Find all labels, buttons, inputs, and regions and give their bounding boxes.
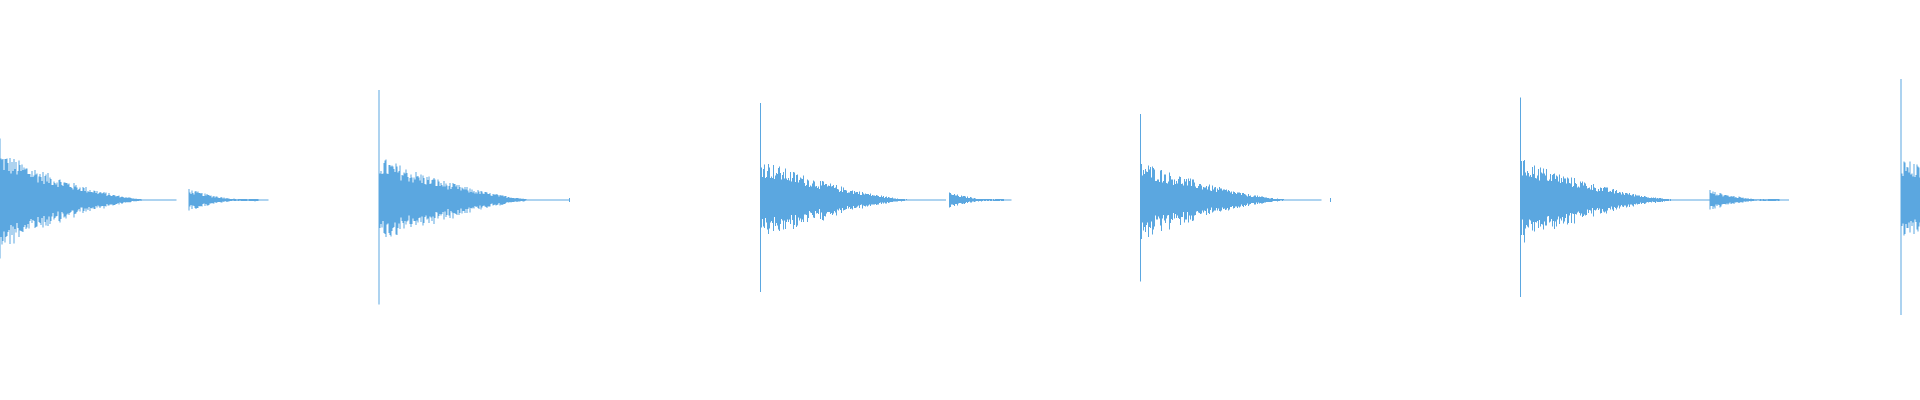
waveform-event-blip bbox=[188, 189, 269, 211]
waveform-event-blip bbox=[948, 192, 1012, 208]
waveform-event-path bbox=[378, 90, 570, 305]
waveform-events bbox=[0, 79, 1920, 315]
waveform-event-path bbox=[188, 189, 269, 211]
waveform-event-path bbox=[759, 103, 946, 292]
waveform-event-hit bbox=[1900, 79, 1920, 315]
waveform-event-path bbox=[1900, 79, 1920, 315]
waveform-event-hit bbox=[0, 138, 177, 259]
waveform-event-path bbox=[948, 192, 1012, 208]
waveform-event-path bbox=[0, 138, 177, 259]
waveform-event-path bbox=[1520, 97, 1711, 298]
waveform-event-path bbox=[1140, 114, 1322, 282]
waveform-event-hit bbox=[759, 103, 946, 292]
waveform-event-path bbox=[1709, 190, 1790, 210]
waveform-event-hit bbox=[1140, 114, 1322, 282]
waveform-event-hit bbox=[1520, 97, 1711, 298]
waveform-event-blip bbox=[1709, 190, 1790, 210]
waveform-event-hit bbox=[378, 90, 570, 305]
